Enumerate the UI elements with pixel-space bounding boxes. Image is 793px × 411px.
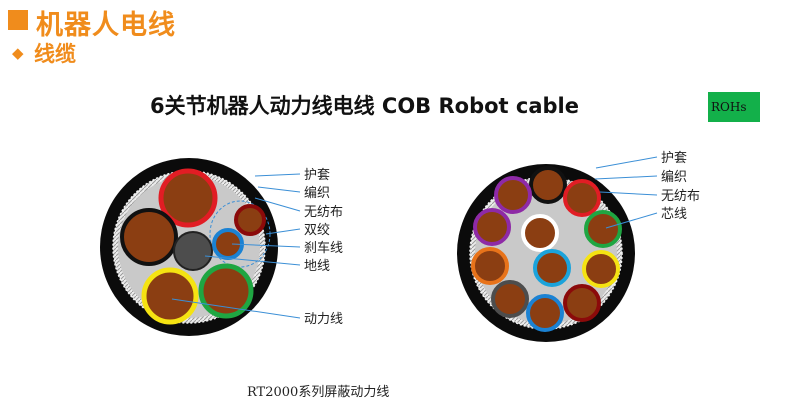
power-core-black bbox=[120, 208, 178, 266]
power-core-yellow bbox=[141, 267, 199, 325]
core-grey bbox=[491, 280, 529, 318]
core-purple-top bbox=[494, 176, 532, 214]
core-white bbox=[521, 214, 559, 252]
page-title: 机器人电线 bbox=[36, 10, 176, 41]
core-green bbox=[584, 210, 622, 248]
left-label-power-wire: 动力线 bbox=[304, 312, 343, 327]
right-label-braid: 编织 bbox=[661, 170, 687, 185]
left-label-braid: 编织 bbox=[304, 186, 330, 201]
left-labels: 护套 编织 无纺布 双绞 刹车线 地线 动力线 bbox=[304, 167, 343, 327]
ground-wire bbox=[173, 231, 213, 271]
core-blue bbox=[526, 294, 564, 332]
core-red bbox=[563, 179, 601, 217]
core-purple-left bbox=[473, 208, 511, 246]
core-dark-red bbox=[563, 284, 601, 322]
diagram-caption: RT2000系列屏蔽动力线 bbox=[247, 385, 390, 400]
brake-wire-dark-red bbox=[234, 204, 266, 236]
rohs-badge: ROHs bbox=[708, 92, 760, 122]
left-label-twisted-pair: 双绞 bbox=[304, 222, 330, 238]
left-label-jacket: 护套 bbox=[304, 167, 330, 183]
right-label-core-wire: 芯线 bbox=[661, 207, 687, 222]
power-core-green bbox=[198, 263, 254, 319]
left-label-nonwoven: 无纺布 bbox=[304, 205, 343, 220]
page-subtitle: 线缆 bbox=[34, 42, 76, 66]
left-leader-lines bbox=[171, 173, 301, 319]
diamond-bullet-icon: ◆ bbox=[12, 44, 24, 62]
diagram-title: 6关节机器人动力线电线 COB Robot cable bbox=[150, 94, 580, 118]
right-label-jacket: 护套 bbox=[661, 150, 687, 166]
left-label-ground-wire: 地线 bbox=[304, 259, 330, 274]
right-labels: 护套 编织 无纺布 芯线 bbox=[661, 150, 700, 222]
header-square-icon bbox=[8, 10, 28, 30]
left-label-brake-wire: 刹车线 bbox=[304, 240, 343, 256]
right-label-nonwoven: 无纺布 bbox=[661, 189, 700, 204]
core-light-blue bbox=[533, 249, 571, 287]
core-black bbox=[529, 166, 567, 204]
twisted-pair-outline bbox=[209, 200, 271, 268]
core-yellow bbox=[582, 250, 620, 288]
right-leader-lines bbox=[594, 156, 658, 229]
left-cable-section bbox=[100, 158, 278, 336]
right-cable-section bbox=[457, 164, 635, 342]
core-orange bbox=[471, 247, 509, 285]
power-core-red bbox=[158, 168, 218, 228]
